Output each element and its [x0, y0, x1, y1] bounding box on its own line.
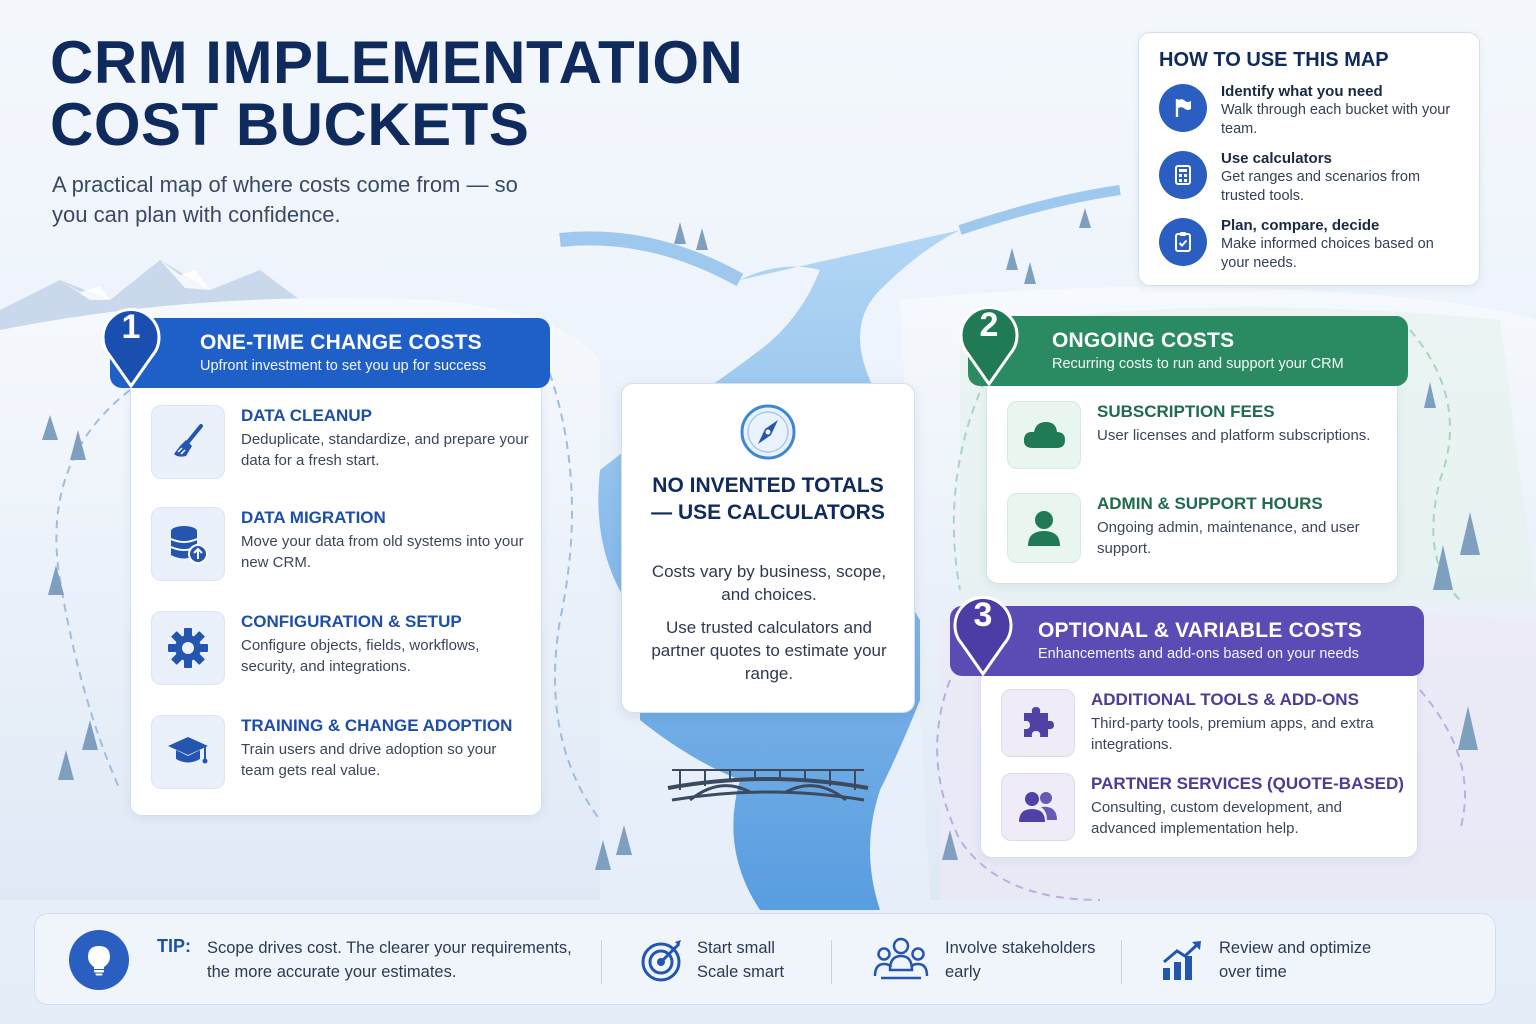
how-to-item-title: Identify what you need	[1221, 83, 1383, 100]
cost-item-text: Third-party tools, premium apps, and ext…	[1091, 715, 1374, 753]
how-to-item-text: Walk through each bucket with your team.	[1221, 102, 1451, 137]
cost-item-title: ADMIN & SUPPORT HOURS	[1097, 494, 1323, 513]
target-icon	[639, 936, 687, 984]
section-one-time-header: ONE-TIME CHANGE COSTS Upfront investment…	[110, 318, 550, 388]
cost-item-title: TRAINING & CHANGE ADOPTION	[241, 716, 513, 735]
user-icon	[1007, 493, 1081, 563]
how-to-item-text: Make informed choices based on your need…	[1221, 236, 1434, 271]
gear-icon	[151, 611, 225, 685]
how-to-use-panel: HOW TO USE THIS MAP Identify what you ne…	[1138, 32, 1480, 286]
tip-start-small: Start small Scale smart	[639, 914, 797, 1006]
cost-item-text: Consulting, custom development, and adva…	[1091, 799, 1342, 837]
tip-item-text: Start small Scale smart	[697, 939, 785, 981]
cost-item-data-cleanup: DATA CLEANUP Deduplicate, standardize, a…	[151, 405, 531, 479]
database-upload-icon	[151, 507, 225, 581]
section-optional-card: ADDITIONAL TOOLS & ADD-ONS Third-party t…	[980, 660, 1418, 858]
section-number-pin-3: 3	[952, 592, 1014, 677]
cost-item-text: User licenses and platform subscriptions…	[1097, 427, 1371, 444]
calculator-icon	[1159, 151, 1207, 199]
cost-item-subscription: SUBSCRIPTION FEES User licenses and plat…	[1007, 401, 1387, 469]
cost-item-text: Train users and drive adoption so your t…	[241, 741, 497, 779]
cost-item-title: PARTNER SERVICES (QUOTE-BASED)	[1091, 774, 1404, 793]
tip-label: TIP:	[157, 936, 191, 956]
section-number-pin-1: 1	[100, 304, 162, 389]
how-to-item-title: Plan, compare, decide	[1221, 217, 1380, 234]
section-title: OPTIONAL & VARIABLE COSTS	[1038, 619, 1362, 642]
tip-review: Review and optimize over time	[1161, 914, 1389, 1006]
divider	[601, 940, 602, 984]
cost-item-partner-services: PARTNER SERVICES (QUOTE-BASED) Consultin…	[1001, 773, 1411, 841]
section-ongoing-card: SUBSCRIPTION FEES User licenses and plat…	[986, 370, 1398, 584]
lightbulb-icon	[69, 930, 129, 990]
page-title: CRM IMPLEMENTATION COST BUCKETS	[50, 32, 743, 156]
cost-item-text: Ongoing admin, maintenance, and user sup…	[1097, 519, 1360, 557]
people-icon	[1001, 773, 1075, 841]
how-to-item-title: Use calculators	[1221, 150, 1332, 167]
how-to-title: HOW TO USE THIS MAP	[1159, 49, 1389, 71]
notice-title: NO INVENTED TOTALS — USE CALCULATORS	[651, 474, 885, 524]
cost-item-text: Deduplicate, standardize, and prepare yo…	[241, 431, 529, 469]
clipboard-check-icon	[1159, 218, 1207, 266]
title-line-2: COST BUCKETS	[50, 91, 530, 158]
calculator-notice-card: NO INVENTED TOTALS — USE CALCULATORS Cos…	[621, 383, 915, 713]
section-ongoing-header: ONGOING COSTS Recurring costs to run and…	[968, 316, 1408, 386]
title-line-1: CRM IMPLEMENTATION	[50, 29, 744, 96]
how-to-item: Plan, compare, decide Make informed choi…	[1159, 216, 1459, 273]
tip-main-text: Scope drives cost. The clearer your requ…	[207, 939, 572, 981]
stakeholders-icon	[873, 936, 929, 984]
broom-icon	[151, 405, 225, 479]
section-title: ONE-TIME CHANGE COSTS	[200, 331, 482, 354]
cost-item-title: DATA MIGRATION	[241, 508, 386, 527]
bridge	[667, 769, 869, 802]
section-optional-header: OPTIONAL & VARIABLE COSTS Enhancements a…	[950, 606, 1424, 676]
tip-item-text: Review and optimize over time	[1219, 939, 1372, 981]
notice-text-2: Use trusted calculators and partner quot…	[651, 618, 887, 683]
growth-chart-icon	[1161, 938, 1203, 982]
section-one-time-card: DATA CLEANUP Deduplicate, standardize, a…	[130, 372, 542, 816]
section-number-pin-2: 2	[958, 302, 1020, 387]
compass-icon	[738, 402, 798, 462]
cost-item-admin-support: ADMIN & SUPPORT HOURS Ongoing admin, mai…	[1007, 493, 1387, 563]
cost-item-text: Move your data from old systems into you…	[241, 533, 524, 571]
graduation-cap-icon	[151, 715, 225, 789]
cost-item-addons: ADDITIONAL TOOLS & ADD-ONS Third-party t…	[1001, 689, 1411, 757]
notice-text-1: Costs vary by business, scope, and choic…	[651, 562, 887, 604]
tip-main: TIP: Scope drives cost. The clearer your…	[69, 914, 577, 1006]
cost-item-training: TRAINING & CHANGE ADOPTION Train users a…	[151, 715, 531, 789]
tip-bar: TIP: Scope drives cost. The clearer your…	[34, 913, 1496, 1005]
divider	[1121, 940, 1122, 984]
divider	[831, 940, 832, 984]
how-to-item: Use calculators Get ranges and scenarios…	[1159, 149, 1459, 206]
section-subtitle: Upfront investment to set you up for suc…	[200, 358, 487, 374]
how-to-item: Identify what you need Walk through each…	[1159, 82, 1459, 139]
section-subtitle: Recurring costs to run and support your …	[1052, 356, 1344, 372]
cost-item-title: ADDITIONAL TOOLS & ADD-ONS	[1091, 690, 1359, 709]
how-to-item-text: Get ranges and scenarios from trusted to…	[1221, 169, 1421, 204]
cost-item-text: Configure objects, fields, workflows, se…	[241, 637, 480, 675]
cost-item-title: SUBSCRIPTION FEES	[1097, 402, 1275, 421]
tip-item-text: Involve stakeholders early	[945, 939, 1096, 981]
flag-icon	[1159, 84, 1207, 132]
cost-item-data-migration: DATA MIGRATION Move your data from old s…	[151, 507, 531, 581]
cost-item-configuration: CONFIGURATION & SETUP Configure objects,…	[151, 611, 531, 685]
page-subtitle: A practical map of where costs come from…	[52, 172, 518, 227]
section-subtitle: Enhancements and add-ons based on your n…	[1038, 646, 1359, 662]
cost-item-title: DATA CLEANUP	[241, 406, 372, 425]
section-title: ONGOING COSTS	[1052, 329, 1235, 352]
cost-item-title: CONFIGURATION & SETUP	[241, 612, 462, 631]
puzzle-icon	[1001, 689, 1075, 757]
tip-stakeholders: Involve stakeholders early	[873, 914, 1105, 1006]
cloud-icon	[1007, 401, 1081, 469]
